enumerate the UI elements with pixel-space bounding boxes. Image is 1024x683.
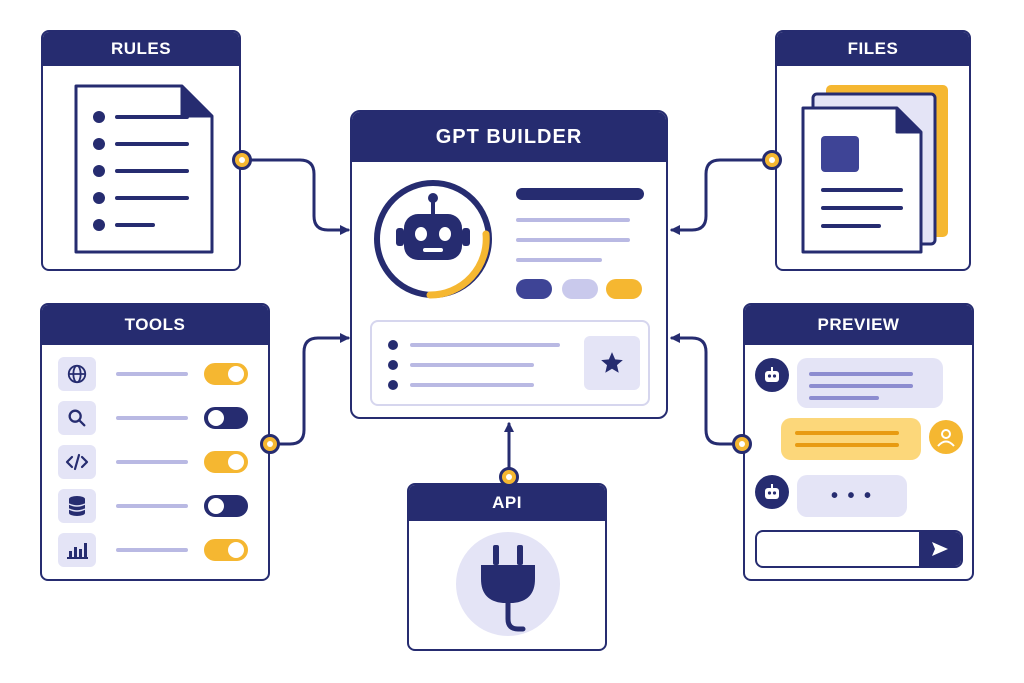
rule-bullet bbox=[93, 111, 105, 123]
builder-title: GPT BUILDER bbox=[352, 112, 666, 162]
send-button[interactable] bbox=[919, 532, 961, 566]
api-panel: API bbox=[407, 483, 607, 651]
tools-wire bbox=[268, 333, 350, 446]
globe-icon bbox=[58, 357, 96, 391]
user-avatar-icon bbox=[929, 420, 963, 454]
star-icon bbox=[601, 352, 623, 373]
bar-chart-icon bbox=[58, 533, 96, 567]
tool-label-line bbox=[116, 416, 188, 420]
search-tool-toggle[interactable] bbox=[204, 407, 248, 429]
profile-detail-line bbox=[516, 218, 630, 222]
profile-name-bar bbox=[516, 188, 644, 200]
files-stack-icon bbox=[801, 85, 948, 254]
tool-row-web[interactable] bbox=[58, 357, 248, 391]
tool-label-line bbox=[116, 504, 188, 508]
starter-bullet bbox=[388, 360, 398, 370]
rule-line bbox=[115, 142, 189, 146]
preview-wire bbox=[670, 333, 744, 446]
robot-avatar-icon bbox=[374, 180, 492, 299]
database-icon bbox=[58, 489, 96, 523]
tool-row-code[interactable] bbox=[58, 445, 248, 479]
typing-indicator-bubble: • • • bbox=[797, 475, 907, 517]
rule-line bbox=[115, 115, 189, 119]
favorite-button[interactable] bbox=[584, 336, 640, 390]
tool-row-analytics[interactable] bbox=[58, 533, 248, 567]
message-line bbox=[795, 431, 899, 435]
rule-line bbox=[115, 223, 155, 227]
api-connector bbox=[499, 467, 519, 487]
api-title: API bbox=[409, 485, 605, 521]
rule-line bbox=[115, 196, 189, 200]
tool-label-line bbox=[116, 548, 188, 552]
starter-bullet bbox=[388, 380, 398, 390]
message-line bbox=[809, 384, 913, 388]
typing-indicator-dots: • • • bbox=[830, 484, 874, 507]
preview-panel: PREVIEW • • • bbox=[743, 303, 974, 581]
send-icon bbox=[932, 542, 948, 556]
message-line bbox=[795, 443, 899, 447]
starter-bullet bbox=[388, 340, 398, 350]
plug-icon bbox=[456, 532, 560, 636]
capability-chip-accent[interactable] bbox=[606, 279, 642, 299]
tools-title: TOOLS bbox=[42, 305, 268, 345]
message-line bbox=[809, 372, 913, 376]
rule-bullet bbox=[93, 165, 105, 177]
rules-title: RULES bbox=[43, 32, 239, 66]
files-panel: FILES bbox=[775, 30, 971, 271]
rules-wire bbox=[240, 158, 350, 235]
code-tool-toggle[interactable] bbox=[204, 451, 248, 473]
tools-connector bbox=[260, 434, 280, 454]
tools-panel: TOOLS bbox=[40, 303, 270, 581]
rule-bullet bbox=[93, 192, 105, 204]
preview-title: PREVIEW bbox=[745, 305, 972, 345]
starter-line bbox=[410, 383, 534, 387]
user-message-bubble bbox=[781, 418, 921, 460]
rules-connector bbox=[232, 150, 252, 170]
tool-row-database[interactable] bbox=[58, 489, 248, 523]
rule-line bbox=[115, 169, 189, 173]
analytics-tool-toggle[interactable] bbox=[204, 539, 248, 561]
capability-chip-primary[interactable] bbox=[516, 279, 552, 299]
gpt-builder-panel: GPT BUILDER bbox=[350, 110, 668, 419]
code-icon bbox=[58, 445, 96, 479]
search-icon bbox=[58, 401, 96, 435]
files-wire bbox=[670, 158, 776, 235]
bot-message-bubble bbox=[797, 358, 943, 408]
message-line bbox=[809, 396, 879, 400]
profile-detail-line bbox=[516, 238, 630, 242]
message-input[interactable] bbox=[755, 530, 963, 568]
starter-line bbox=[410, 343, 560, 347]
files-connector bbox=[762, 150, 782, 170]
starter-card bbox=[370, 320, 650, 406]
rule-bullet bbox=[93, 219, 105, 231]
bot-avatar-icon bbox=[755, 358, 789, 392]
tool-label-line bbox=[116, 372, 188, 376]
database-tool-toggle[interactable] bbox=[204, 495, 248, 517]
files-title: FILES bbox=[777, 32, 969, 66]
web-tool-toggle[interactable] bbox=[204, 363, 248, 385]
preview-connector bbox=[732, 434, 752, 454]
profile-detail-line bbox=[516, 258, 602, 262]
rule-bullet bbox=[93, 138, 105, 150]
tool-label-line bbox=[116, 460, 188, 464]
tool-row-search[interactable] bbox=[58, 401, 248, 435]
starter-line bbox=[410, 363, 534, 367]
bot-avatar-icon bbox=[755, 475, 789, 509]
rules-panel: RULES bbox=[41, 30, 241, 271]
capability-chip-secondary[interactable] bbox=[562, 279, 598, 299]
